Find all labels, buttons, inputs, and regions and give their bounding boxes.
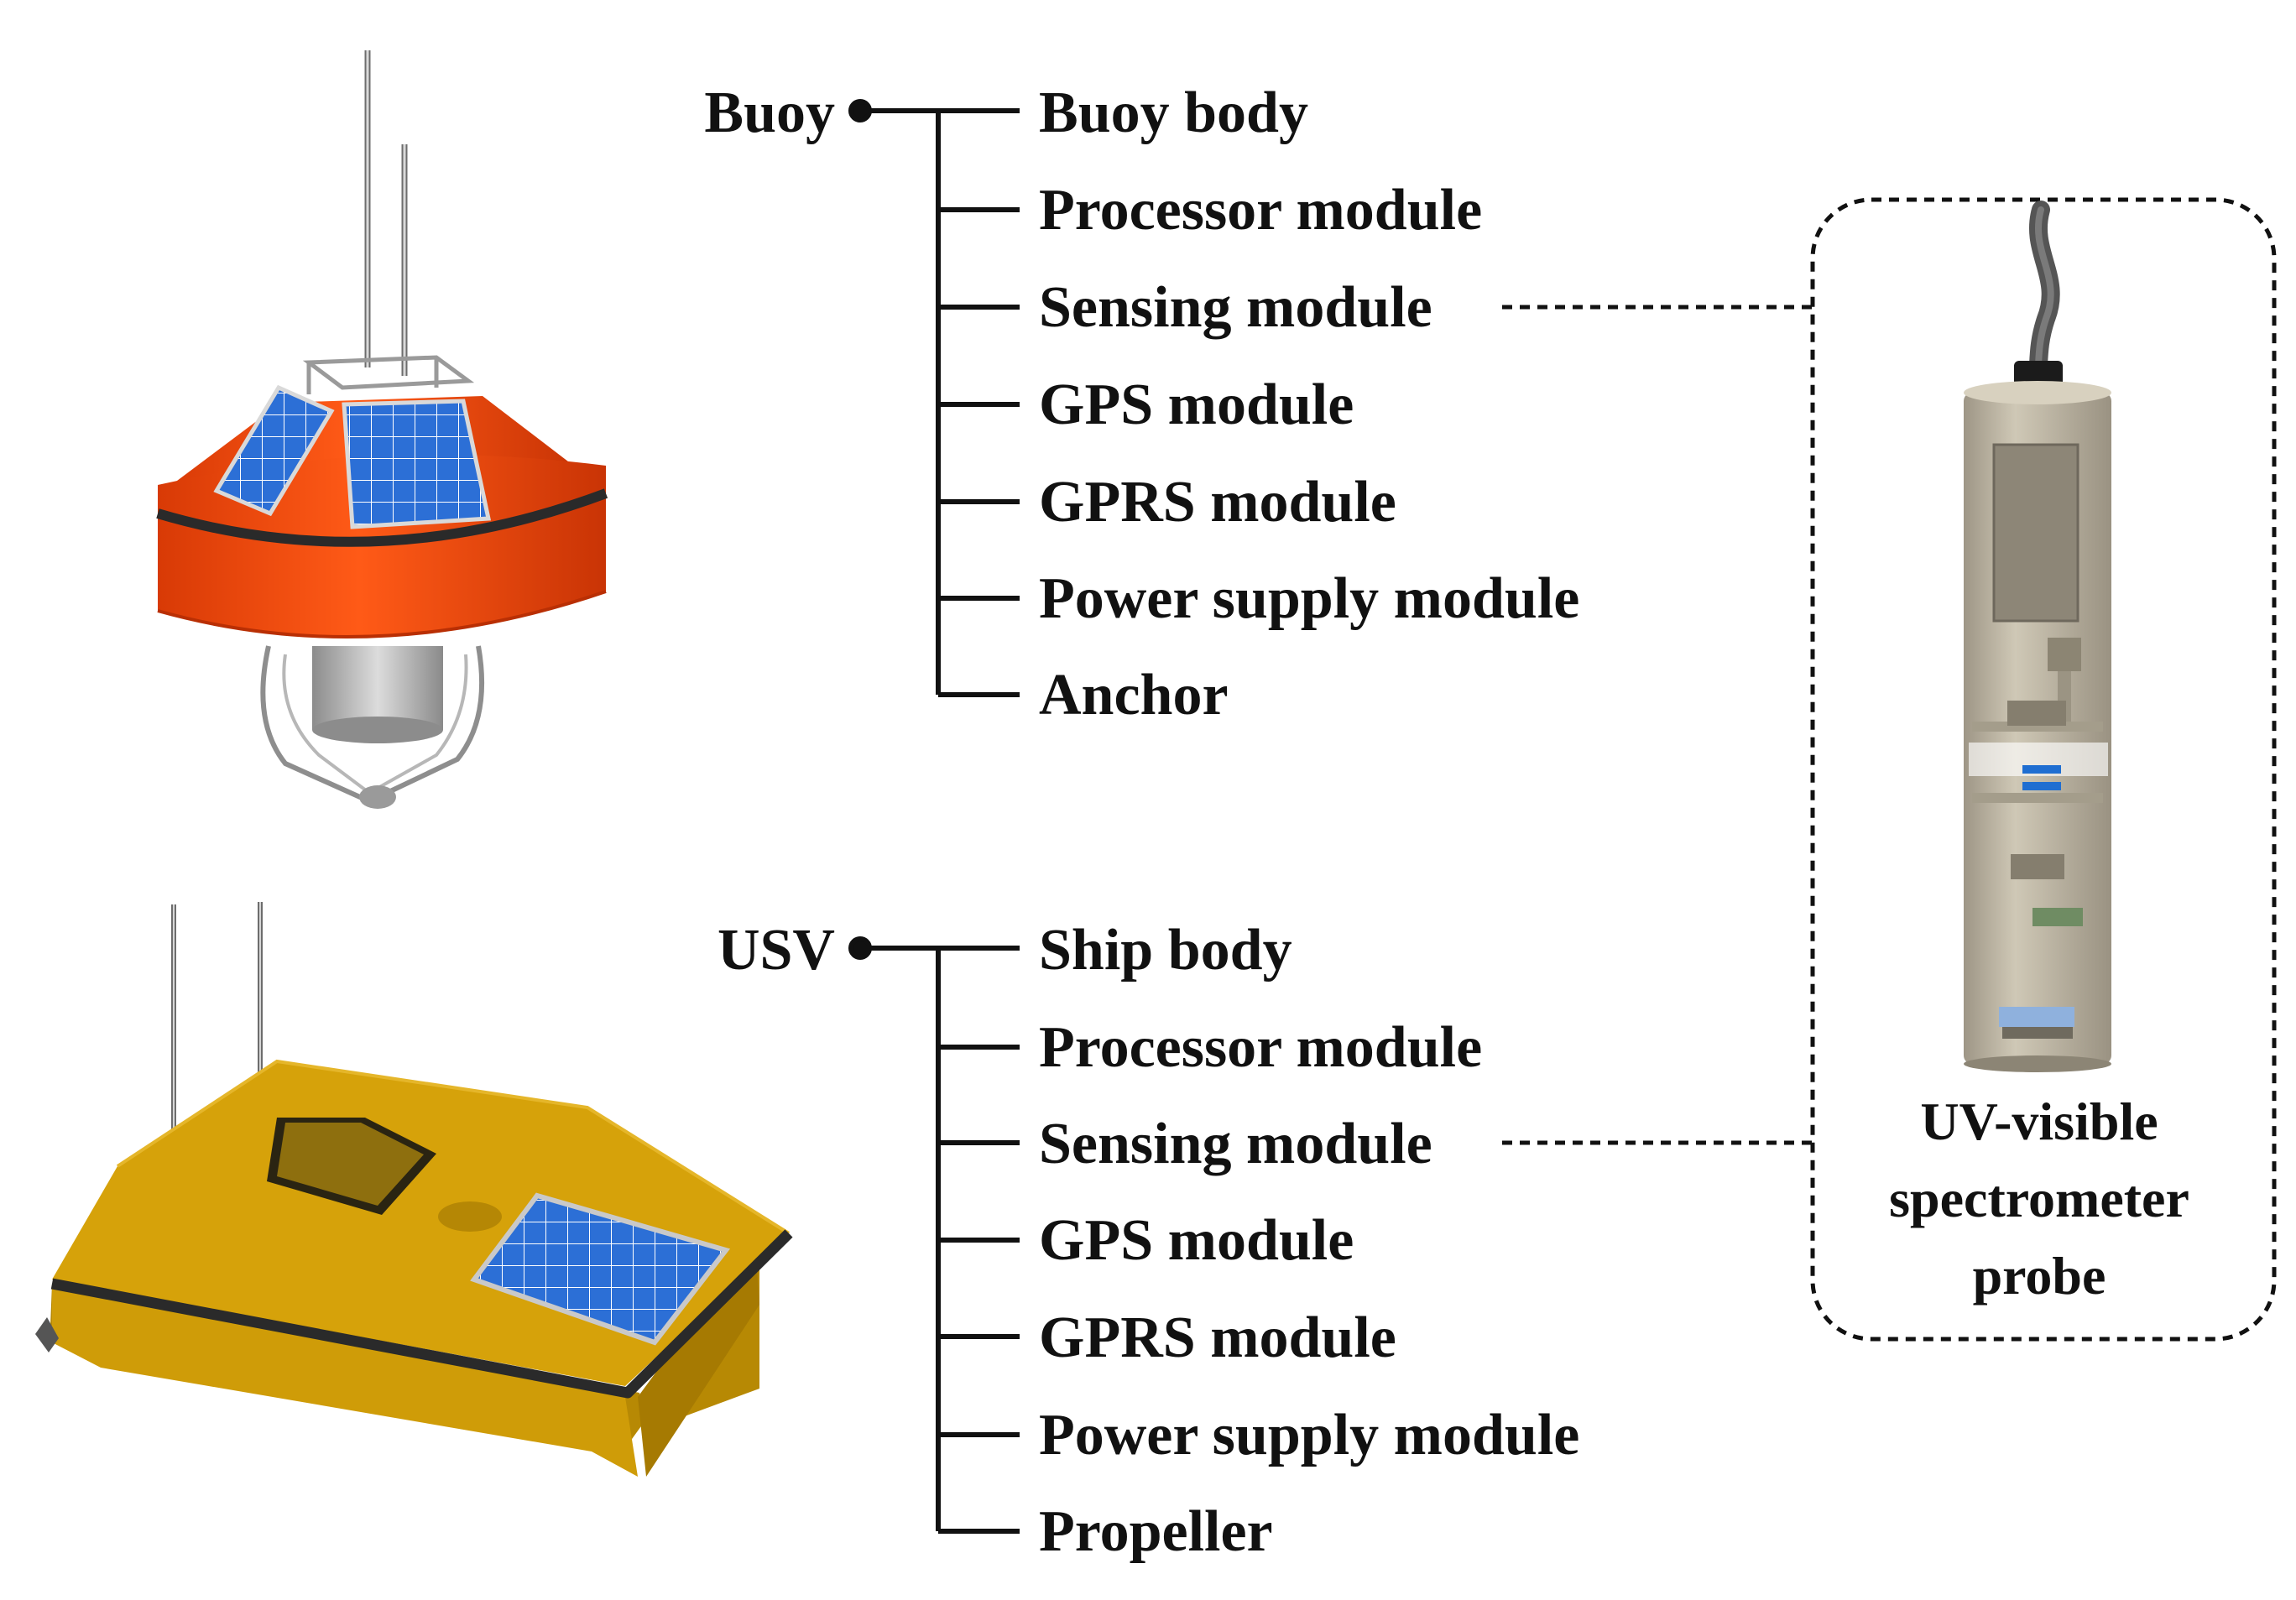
probe-caption-line-1: UV-visible	[1920, 1092, 2158, 1151]
buoy-component-gprs: GPRS module	[1039, 470, 1396, 534]
solar-panel-icon	[213, 384, 335, 517]
buoy-label: Buoy	[704, 81, 835, 145]
usv-component-processor: Processor module	[1039, 1015, 1482, 1080]
probe-caption-line-3: probe	[1973, 1246, 2106, 1306]
buoy-component-power-supply: Power supply module	[1039, 566, 1579, 631]
buoy-component-sensing: Sensing module	[1039, 275, 1432, 340]
buoy-component-processor: Processor module	[1039, 178, 1482, 242]
usv-component-gprs: GPRS module	[1039, 1306, 1396, 1370]
propeller-icon	[35, 1317, 59, 1352]
usv-label: USV	[718, 918, 835, 982]
spectrometer-probe-illustration	[1964, 201, 2111, 1072]
usv-component-ship-body: Ship body	[1039, 918, 1292, 982]
solar-panel-icon	[470, 1192, 731, 1346]
solar-panel-icon	[342, 399, 492, 529]
buoy-illustration	[156, 50, 608, 809]
usv-component-gps: GPS module	[1039, 1208, 1354, 1273]
buoy-component-body: Buoy body	[1039, 81, 1308, 145]
probe-caption-line-2: spectrometer	[1889, 1169, 2189, 1228]
usv-component-propeller: Propeller	[1039, 1499, 1273, 1564]
buoy-component-anchor: Anchor	[1039, 663, 1229, 727]
usv-component-power-supply: Power supply module	[1039, 1403, 1579, 1467]
usv-component-tree	[848, 936, 1020, 1534]
buoy-component-gps: GPS module	[1039, 373, 1354, 437]
buoy-component-tree	[848, 99, 1020, 697]
usv-illustration	[35, 902, 793, 1477]
usv-component-sensing: Sensing module	[1039, 1112, 1432, 1176]
